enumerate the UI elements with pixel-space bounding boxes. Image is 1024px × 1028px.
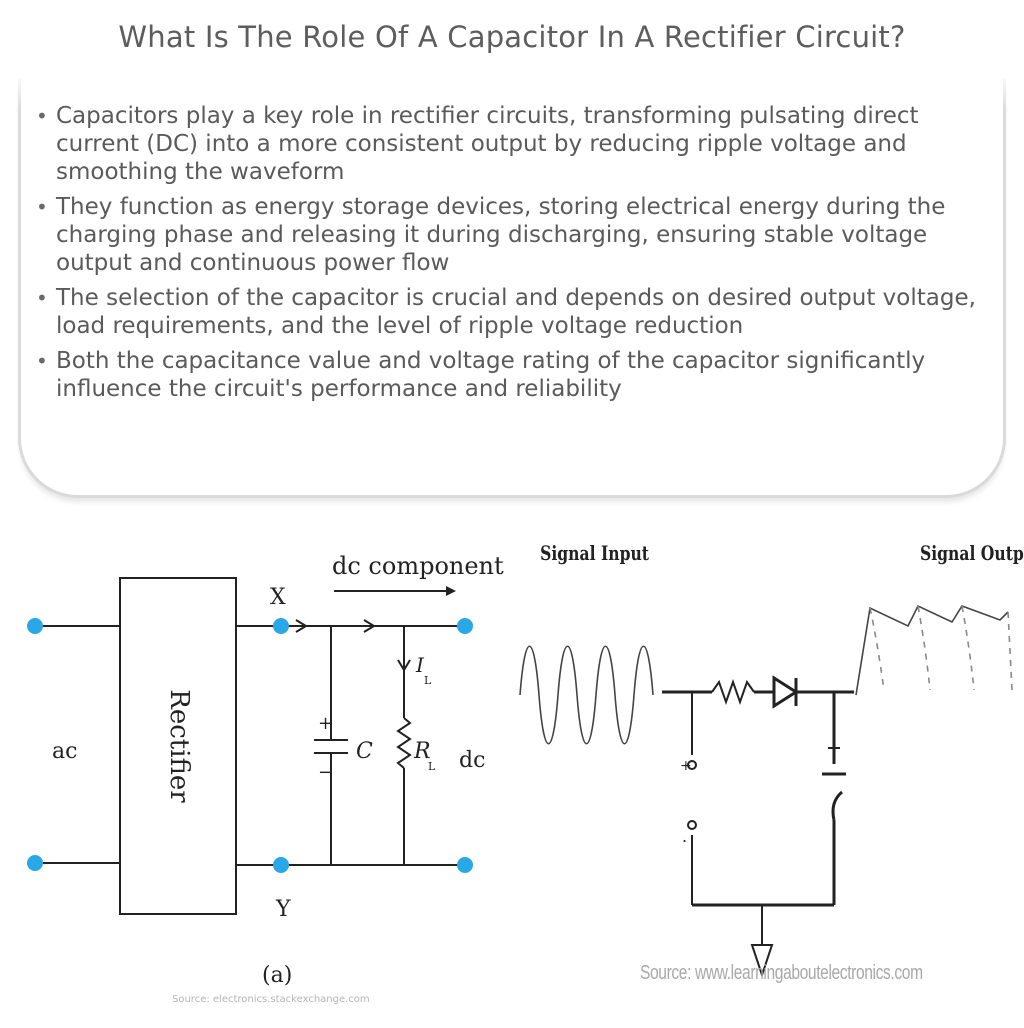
diode-triangle bbox=[772, 675, 799, 709]
rectifier-filter-svg: Rectifier ac dc X Y dc component C + − I… bbox=[27, 552, 504, 988]
terminal-dc-bottom bbox=[457, 857, 473, 873]
source-b: Source: www.learningaboutelectronics.com bbox=[640, 962, 923, 984]
current-chevron-2 bbox=[363, 619, 376, 633]
minus-terminal bbox=[687, 820, 697, 830]
rectifier-filter-diagram: Rectifier ac dc X Y dc component C + − I… bbox=[0, 520, 512, 1024]
cap-minus: − bbox=[318, 762, 333, 783]
dc-arrow-head bbox=[446, 586, 456, 596]
ac-label: ac bbox=[52, 739, 77, 764]
resistor-zigzag-b bbox=[711, 678, 755, 706]
ground-symbol bbox=[750, 944, 774, 979]
rectifier-block bbox=[119, 577, 237, 915]
bullet-text: Capacitors play a key role in rectifier … bbox=[56, 103, 919, 185]
plus-terminal-label: + bbox=[680, 758, 692, 774]
terminal-y bbox=[273, 857, 289, 873]
node-x-label: X bbox=[270, 585, 286, 610]
waveform-diagram: Signal Input Signal Output + . bbox=[512, 520, 1024, 1024]
signal-output-label: Signal Output bbox=[920, 542, 1024, 565]
current-chevron-1 bbox=[295, 619, 308, 633]
resistor-zigzag bbox=[396, 717, 412, 769]
bullet-item: Both the capacitance value and voltage r… bbox=[34, 347, 994, 403]
current-label: I bbox=[415, 653, 425, 677]
resistor-label: R bbox=[413, 739, 431, 764]
bullet-item: The selection of the capacitor is crucia… bbox=[34, 284, 994, 340]
terminal-ac-top bbox=[27, 618, 43, 634]
bullet-item: They function as energy storage devices,… bbox=[34, 193, 994, 277]
current-sub: L bbox=[424, 674, 432, 687]
page-title: What Is The Role Of A Capacitor In A Rec… bbox=[118, 20, 906, 54]
cap-plus: + bbox=[318, 713, 333, 734]
terminals bbox=[27, 618, 473, 873]
node-y-label: Y bbox=[275, 897, 291, 922]
bullet-text: They function as energy storage devices,… bbox=[56, 194, 946, 276]
input-sine-wave bbox=[519, 645, 654, 745]
plus-terminal bbox=[687, 760, 697, 770]
resistor-sub: L bbox=[428, 760, 436, 773]
terminal-dc-top bbox=[457, 618, 473, 634]
signal-input-label: Signal Input bbox=[540, 542, 650, 565]
rectifier-label: Rectifier bbox=[164, 689, 194, 803]
dc-component-label: dc component bbox=[332, 552, 504, 580]
capacitor-label: C bbox=[356, 739, 373, 764]
bullet-item: Capacitors play a key role in rectifier … bbox=[34, 102, 994, 186]
waveform-svg: Signal Input Signal Output + . bbox=[519, 542, 1024, 979]
terminal-ac-bottom bbox=[27, 855, 43, 871]
source-a: Source: electronics.stackexchange.com bbox=[172, 994, 370, 1005]
figure-caption: (a) bbox=[262, 963, 292, 988]
minus-terminal-label: . bbox=[682, 827, 687, 846]
dc-label: dc bbox=[459, 748, 485, 773]
cap-curve-b bbox=[831, 790, 844, 821]
bullet-text: The selection of the capacitor is crucia… bbox=[56, 285, 976, 339]
bullet-text: Both the capacitance value and voltage r… bbox=[56, 348, 926, 402]
current-down-arrow bbox=[397, 659, 411, 672]
bullet-list: Capacitors play a key role in rectifier … bbox=[34, 102, 994, 410]
terminal-x bbox=[273, 618, 289, 634]
output-waveform bbox=[855, 604, 1013, 696]
